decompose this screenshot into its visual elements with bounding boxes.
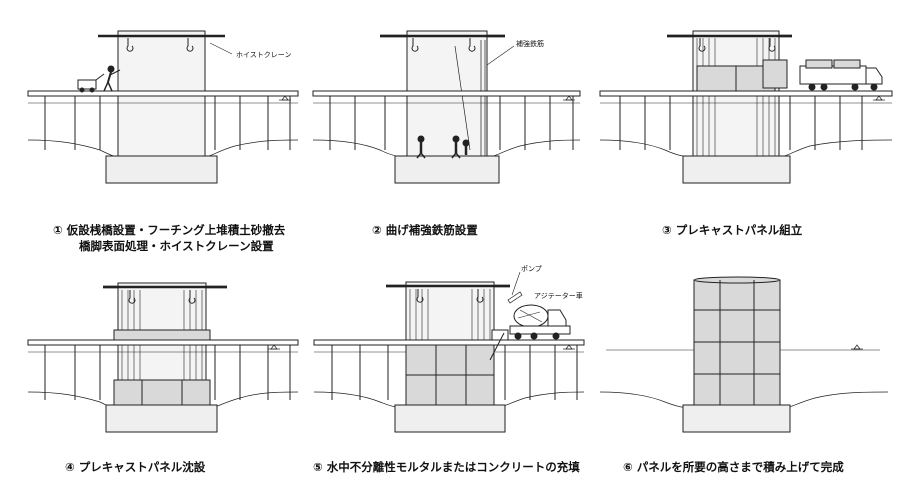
- step-4-number: ④: [65, 460, 75, 474]
- step-5-drawing: [313, 271, 585, 433]
- step-3-drawing: [599, 30, 893, 184]
- step-5-caption: ⑤ 水中不分離性モルタルまたはコンクリートの充填: [313, 459, 580, 475]
- step-6-drawing: [599, 276, 889, 433]
- step-2-caption: ② 曲げ補強鉄筋設置: [372, 222, 478, 238]
- step-2-drawing: [312, 30, 581, 184]
- step-4-drawing: [27, 282, 299, 433]
- step-1-caption-line2: 橋脚表面処理・ホイストクレーン設置: [79, 239, 274, 253]
- step-2-caption-line1: 曲げ補強鉄筋設置: [385, 223, 478, 237]
- step-3-caption-line1: プレキャストパネル組立: [675, 223, 803, 237]
- hoist-crane-label: ホイストクレーン: [236, 51, 291, 59]
- rebar-label: 補強鉄筋: [516, 39, 544, 48]
- step-4-caption-line1: プレキャストパネル沈設: [78, 460, 206, 474]
- step-4-caption: ④ プレキャストパネル沈設: [65, 459, 205, 475]
- step-2-number: ②: [372, 223, 382, 237]
- step-5-caption-line1: 水中不分離性モルタルまたはコンクリートの充填: [326, 460, 580, 474]
- step-3-number: ③: [662, 223, 672, 237]
- step-1-caption: ① 仮設桟橋設置・フーチング上堆積土砂撤去 橋脚表面処理・ホイストクレーン設置: [53, 222, 285, 254]
- pump-label: ポンプ: [521, 265, 542, 273]
- step-6-number: ⑥: [623, 460, 633, 474]
- step-1-drawing: [27, 30, 299, 184]
- step-1-caption-line1: 仮設桟橋設置・フーチング上堆積土砂撤去: [66, 223, 286, 237]
- step-3-caption: ③ プレキャストパネル組立: [662, 222, 802, 238]
- step-6-caption-line1: パネルを所要の高さまで積み上げて完成: [636, 460, 844, 474]
- agitator-truck-label: アジテーター車: [534, 291, 583, 300]
- step-5-number: ⑤: [313, 460, 323, 474]
- step-6-caption: ⑥ パネルを所要の高さまで積み上げて完成: [623, 459, 844, 475]
- step-1-number: ①: [53, 223, 63, 237]
